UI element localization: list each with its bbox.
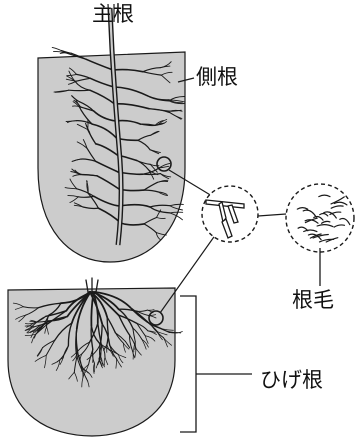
root-hair-label: 根毛 [292,290,334,311]
fibrous-root-label: ひげ根 [260,370,323,391]
main-root-label: 主根 [92,4,134,25]
lateral-root-label: 側根 [196,67,238,88]
fibrous-root-bracket [180,296,252,432]
